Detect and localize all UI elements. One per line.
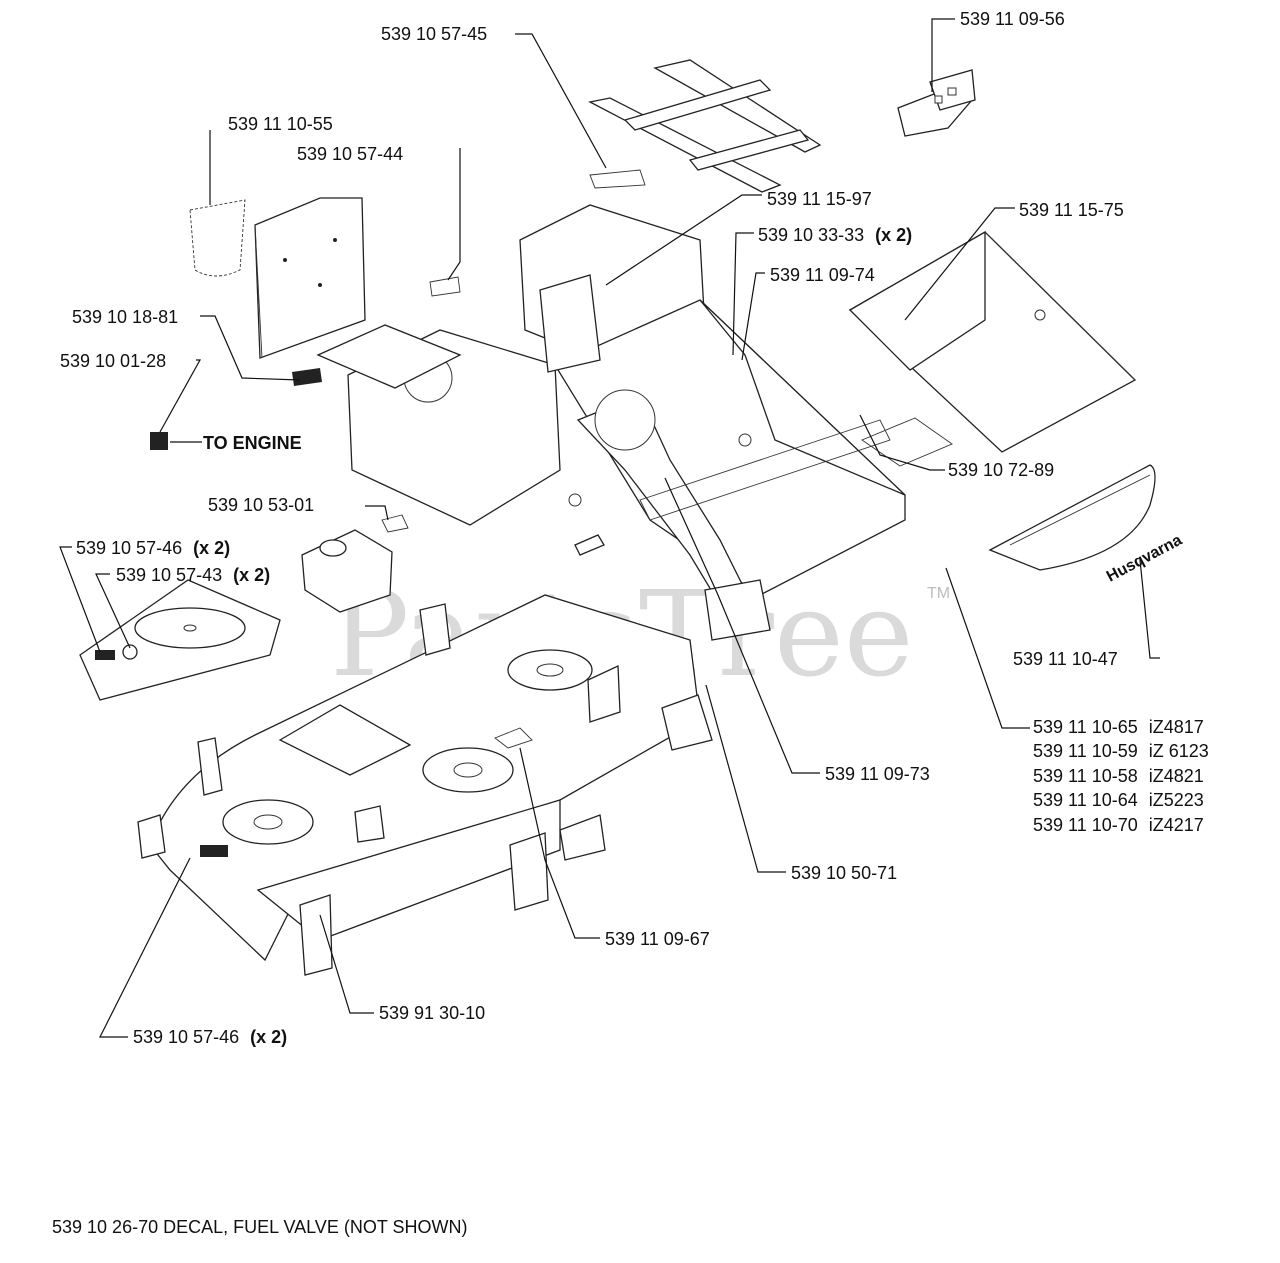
leader-lines — [59, 18, 1160, 1038]
part-top-frame-rails — [588, 59, 822, 193]
part-mower-deck — [137, 594, 713, 976]
part-side-panel — [254, 197, 366, 359]
label-539-11-15-97: 539 11 15-97 — [767, 189, 872, 209]
label-539-10-57-46-bottom: 539 10 57-46 (x 2) — [133, 1027, 287, 1047]
label-539-11-10-70: 539 11 10-70 iZ4217 — [1033, 815, 1204, 835]
label-539-10-57-44: 539 10 57-44 — [297, 144, 403, 164]
label-539-11-15-75: 539 11 15-75 — [1019, 200, 1124, 220]
part-fuel-tank — [301, 514, 409, 613]
label-539-10-72-89: 539 10 72-89 — [948, 460, 1054, 480]
label-539-10-57-45: 539 10 57-45 — [381, 24, 487, 44]
watermark-tm: TM — [927, 585, 950, 602]
label-539-11-09-67: 539 11 09-67 — [605, 929, 710, 949]
label-539-10-50-71: 539 10 50-71 — [791, 863, 897, 883]
part-left-deck-cover — [79, 579, 281, 701]
label-539-11-10-64: 539 11 10-64 iZ5223 — [1033, 790, 1204, 810]
part-small-decal — [429, 276, 461, 297]
label-539-11-09-73: 539 11 09-73 — [825, 764, 930, 784]
label-539-91-30-10: 539 91 30-10 — [379, 1003, 485, 1023]
part-top-right-bracket — [897, 69, 976, 137]
label-539-10-57-43: 539 10 57-43 (x 2) — [116, 565, 270, 585]
label-539-10-33-33: 539 10 33-33 (x 2) — [758, 225, 912, 245]
label-539-11-10-55: 539 11 10-55 — [228, 114, 333, 134]
label-539-11-10-65: 539 11 10-65 iZ4817 — [1033, 717, 1204, 737]
label-539-10-18-81: 539 10 18-81 — [72, 307, 178, 327]
part-engine-decal — [150, 432, 168, 450]
label-to-engine: TO ENGINE — [203, 433, 302, 453]
part-cross-pin — [574, 534, 605, 556]
label-539-11-09-74: 539 11 09-74 — [770, 265, 875, 285]
label-539-10-01-28: 539 10 01-28 — [60, 351, 166, 371]
part-shield-outline — [189, 199, 246, 277]
label-539-11-10-47: 539 11 10-47 — [1013, 649, 1118, 669]
label-539-11-09-56: 539 11 09-56 — [960, 9, 1065, 29]
part-right-lower-cover — [988, 464, 1156, 571]
label-539-10-57-46-top: 539 10 57-46 (x 2) — [76, 538, 230, 558]
footnote: 539 10 26-70 DECAL, FUEL VALVE (NOT SHOW… — [52, 1217, 467, 1237]
label-539-11-10-58: 539 11 10-58 iZ4821 — [1033, 766, 1204, 786]
label-539-11-10-59: 539 11 10-59 iZ 6123 — [1033, 741, 1209, 761]
part-main-chassis — [347, 204, 906, 641]
part-seat-pan-plate — [316, 324, 462, 389]
label-539-10-53-01: 539 10 53-01 — [208, 495, 314, 515]
part-right-side-cover — [848, 230, 1137, 467]
part-grille-decal — [292, 368, 322, 386]
